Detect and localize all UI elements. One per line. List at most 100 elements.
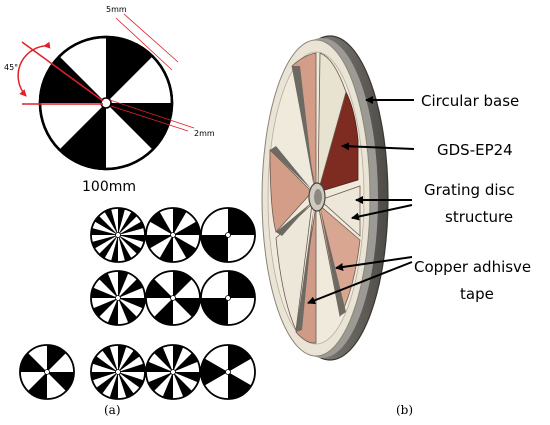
variant-disc-sector [153,347,173,372]
variant-disc-sector [148,372,173,392]
dimension-2mm: 2mm [194,129,215,138]
copper-sector [317,52,347,193]
variant-disc-sector [109,372,118,399]
panel-b: Circular base GDS-EP24 Grating disc stru… [261,35,531,417]
variant-disc-hole [44,369,50,375]
variant-disc-hole [170,369,176,375]
variant-disc-sector [27,372,47,399]
variant-grating-disc [90,344,146,400]
variant-disc-sector [91,287,118,298]
callout-arrows [307,96,415,305]
angle-arc [17,41,51,97]
variant-disc-sector [92,356,118,372]
variant-grating-disc [200,344,256,400]
variant-disc-sector [118,211,138,235]
variant-disc-sector [98,273,118,298]
variant-disc-sector [201,235,228,262]
variant-disc-sector [118,271,129,298]
variant-disc-hole [115,232,121,238]
variant-disc-hole [170,295,176,301]
variant-disc-sector [228,208,255,235]
main-grating-disc [38,35,174,171]
dimension-annotations [17,13,195,132]
label-grating-line2: structure [445,208,513,226]
variant-grating-disc [200,270,256,326]
variant-disc-sector [118,298,138,323]
variant-disc-sector [47,345,67,372]
variant-disc-sector [118,372,134,398]
cream-sector [319,185,361,237]
arrow-grating-2 [351,204,413,221]
variant-disc-sector [173,345,184,372]
dimension-5mm: 5mm [106,5,127,14]
variant-disc-sector [104,208,118,235]
variant-disc-hole [225,369,231,375]
variant-disc-hole [225,232,231,238]
variant-grating-disc [200,207,256,263]
variant-disc-hole [170,232,176,238]
label-copper-line1: Copper adhisve [414,258,531,276]
disc-sector-black [106,36,153,103]
variant-disc-sector [201,298,228,325]
variant-disc-sector [162,372,173,399]
variant-disc-sector [118,345,127,372]
variant-grating-disc [145,207,201,263]
cream-sector [275,202,313,332]
variant-disc-sector [118,235,142,255]
label-gds-ep24: GDS-EP24 [437,141,513,159]
variant-disc-sector [159,235,173,262]
variant-disc-sector [118,235,145,242]
variant-disc-sector [118,278,143,298]
variant-disc-sector [228,271,255,298]
label-grating-line1: Grating disc [424,181,515,199]
variant-disc-sector [201,358,228,386]
arrow-copper-2 [307,261,413,305]
variant-disc-sector [102,346,118,372]
variant-disc-sector [118,208,125,235]
variant-disc-sector [118,221,145,235]
panel-b-label: (b) [396,403,413,417]
variant-grating-disc [90,207,146,263]
variant-disc-hole [115,369,121,375]
diameter-label: 100mm [82,179,136,195]
variant-disc-sector [20,352,47,372]
variant-disc-sector [118,363,145,372]
variant-disc-sector [91,372,118,381]
variant-disc-sector [111,235,118,262]
variant-disc-sector [173,235,197,259]
panel-a-label: (a) [104,403,121,417]
variant-disc-sector [118,235,132,262]
disc-sector-black [106,103,173,150]
variant-disc-sector [96,372,118,394]
arrow-copper-1 [335,256,413,271]
variant-disc-sector [173,221,200,235]
variant-disc-sector [118,350,140,372]
variant-disc-sector [149,211,173,235]
variant-grating-disc [90,270,146,326]
label-copper-line2: tape [460,285,494,303]
variant-disc-sector [146,278,173,298]
variant-disc-hole [225,295,231,301]
variant-disc-sector [173,271,193,298]
variant-disc-sector [153,298,173,325]
arrow-gds [341,142,415,151]
variant-disc-sector [118,298,145,309]
variant-disc-sector [173,352,198,372]
variant-disc-sector [98,235,118,259]
variant-disc-sector [118,372,144,388]
variant-disc-sector [93,298,118,318]
variant-grating-disc [19,344,75,400]
variant-disc-grid [19,207,256,400]
variant-grating-disc [145,344,201,400]
variant-disc-sector [91,235,118,249]
variant-disc-sector [91,228,118,235]
variant-disc-sector [173,208,187,235]
label-circular-base: Circular base [421,92,519,110]
variant-disc-sector [173,298,200,318]
variant-disc-sector [94,215,118,235]
dimension-45-degrees: 45° [4,63,18,72]
circular-base-3d [261,35,389,361]
copper-sector [269,149,313,233]
variant-disc-sector [173,372,200,383]
